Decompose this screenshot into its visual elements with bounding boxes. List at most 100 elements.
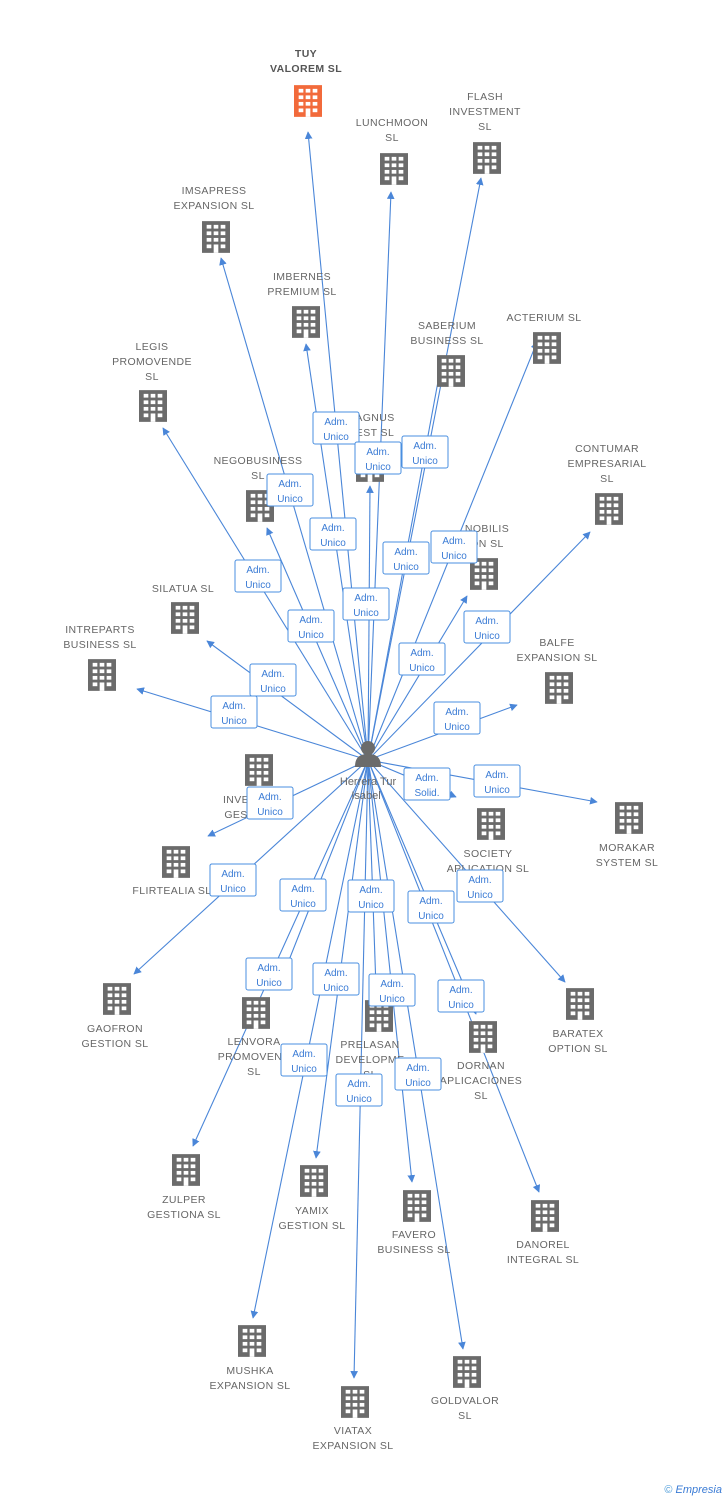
edge-viatax — [350, 759, 369, 1379]
edge-tuy — [304, 131, 369, 761]
company-label: MORAKAR — [599, 842, 655, 854]
role-badge-box — [382, 541, 430, 575]
role-badge-yamix[interactable]: Adm.Unico — [312, 962, 360, 996]
role-badge-lunchmoon[interactable]: Adm.Unico — [354, 441, 402, 475]
building-icon — [595, 493, 623, 525]
role-badge-box — [433, 701, 481, 735]
role-badge-contumar[interactable]: Adm.Unico — [463, 610, 511, 644]
company-label: INVE — [223, 794, 249, 806]
role-badge-zulper[interactable]: Adm.Unico — [279, 878, 327, 912]
company-label: DORNAN — [457, 1060, 505, 1072]
role-badge-acterium[interactable]: Adm.Unico — [430, 530, 478, 564]
role-badge-flirtealia[interactable]: Adm.Unico — [209, 863, 257, 897]
role-badge-box — [245, 957, 293, 991]
company-label: IMSAPRESS — [182, 185, 247, 197]
company-node-silatua[interactable]: SILATUA SL — [152, 583, 214, 634]
role-badge-text: Unico — [358, 900, 384, 911]
person-name-line1: Herrera Tur — [340, 776, 397, 788]
role-badge-prelasan[interactable]: Adm.Unico — [347, 879, 395, 913]
company-label: NEGOBUSINESS — [214, 455, 303, 467]
role-badge-goldvalor[interactable]: Adm.Unico — [394, 1057, 442, 1091]
role-badge-flash[interactable]: Adm.Unico — [401, 435, 449, 469]
role-badge-text: Adm. — [257, 963, 280, 974]
company-label: DEVELOPME — [336, 1054, 405, 1066]
company-label: GAOFRON — [87, 1023, 143, 1035]
role-badge-box — [209, 863, 257, 897]
role-badge-text: Unico — [393, 562, 419, 573]
building-icon — [245, 754, 273, 786]
person-icon — [355, 741, 381, 767]
role-badge-box — [287, 609, 335, 643]
role-badge-text: Unico — [346, 1094, 372, 1105]
company-label: SL — [247, 1066, 261, 1078]
role-badge-imbernes[interactable]: Adm.Unico — [266, 473, 314, 507]
role-badge-legis[interactable]: Adm.Unico — [234, 559, 282, 593]
role-badge-tuy[interactable]: Adm.Unico — [312, 411, 360, 445]
role-badge-society[interactable]: Adm.Solid. — [403, 767, 451, 801]
role-badge-intreparts[interactable]: Adm.Unico — [210, 695, 258, 729]
role-badge-nobilis[interactable]: Adm.Unico — [398, 642, 446, 676]
role-badge-saberium[interactable]: Adm.Unico — [382, 541, 430, 575]
building-icon — [294, 85, 322, 117]
edge-negobusiness — [266, 527, 369, 761]
company-label: PREMIUM SL — [267, 286, 336, 298]
role-badge-balfe[interactable]: Adm.Unico — [433, 701, 481, 735]
role-badge-morakar[interactable]: Adm.Unico — [473, 764, 521, 798]
role-badge-text: Unico — [353, 608, 379, 619]
role-badge-text: Adm. — [410, 648, 433, 659]
footer-brand[interactable]: ©Empresia — [664, 1484, 722, 1496]
person-node[interactable]: Herrera Tur Isabel — [340, 741, 397, 802]
company-node-flirtealia[interactable]: FLIRTEALIA SL — [132, 846, 211, 897]
role-badge-inversiones[interactable]: Adm.Unico — [246, 786, 294, 820]
role-badge-agnus[interactable]: Adm.Unico — [342, 587, 390, 621]
role-badge-negobusiness[interactable]: Adm.Unico — [287, 609, 335, 643]
company-label: SOCIETY — [464, 848, 513, 860]
role-badge-text: Solid. — [414, 788, 439, 799]
role-badge-viatax[interactable]: Adm.Unico — [335, 1073, 383, 1107]
company-label: PROMOVENDE — [112, 356, 192, 368]
role-badge-dornan[interactable]: Adm.Unico — [437, 979, 485, 1013]
company-node-acterium[interactable]: ACTERIUM SL — [507, 312, 582, 364]
role-badge-lenvora[interactable]: Adm.Unico — [245, 957, 293, 991]
company-label: SL — [145, 371, 159, 383]
copyright-icon: © — [664, 1484, 673, 1496]
role-badge-danorel[interactable]: Adm.Unico — [407, 890, 455, 924]
building-icon — [473, 142, 501, 174]
role-badge-text: Unico — [379, 994, 405, 1005]
company-label: GESTIONA SL — [147, 1209, 221, 1221]
company-label: VIATAX — [334, 1425, 372, 1437]
role-badge-silatua[interactable]: Adm.Unico — [249, 663, 297, 697]
role-badge-imsapress[interactable]: Adm.Unico — [309, 517, 357, 551]
company-label: FAVERO — [392, 1229, 436, 1241]
role-badge-mushka[interactable]: Adm.Unico — [280, 1043, 328, 1077]
role-badge-baratex[interactable]: Adm.Unico — [456, 869, 504, 903]
role-badge-favero[interactable]: Adm.Unico — [368, 973, 416, 1007]
company-label: VALOREM SL — [270, 63, 342, 75]
